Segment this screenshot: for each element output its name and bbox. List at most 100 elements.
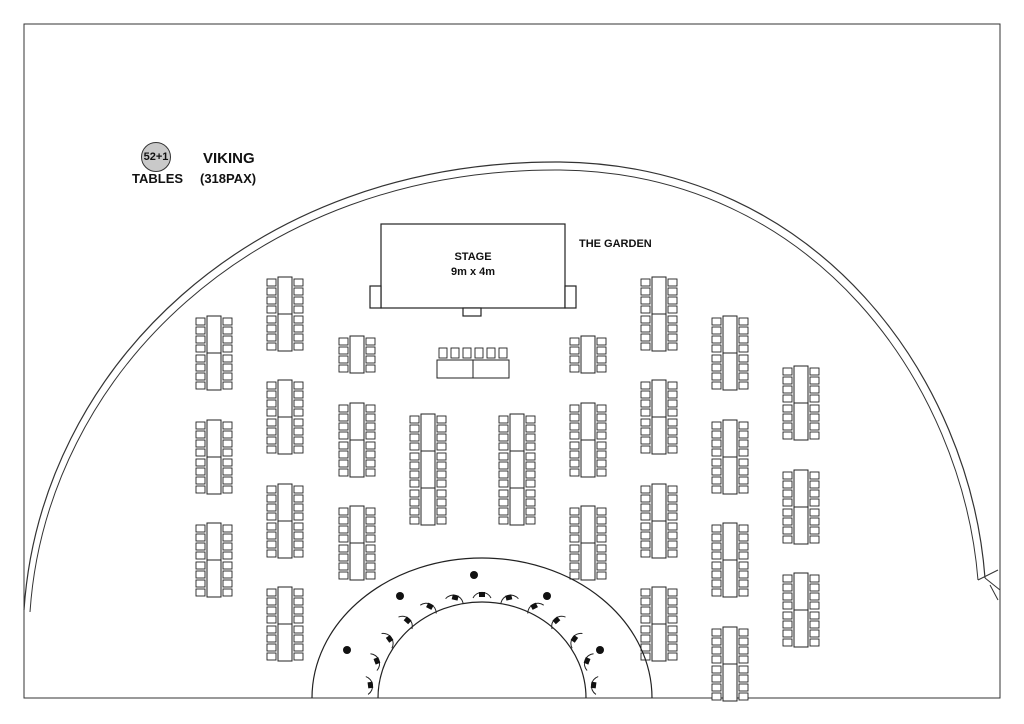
dot-marker [470,571,478,579]
chair [569,355,580,364]
chair [711,665,722,674]
table-stack [640,276,678,352]
chair [436,424,447,433]
chair [409,452,420,461]
table-stack [711,522,749,598]
chair [640,399,651,408]
chair [222,381,233,390]
chair [738,628,749,637]
long-table [420,413,436,452]
chair [809,367,820,376]
chair [667,287,678,296]
venue-name: VIKING [203,150,255,167]
chair [222,524,233,533]
long-table [793,506,809,545]
chair [195,363,206,372]
chair [738,485,749,494]
page-border [23,23,1001,699]
chair [569,562,580,571]
chair [667,634,678,643]
long-table [580,335,596,374]
ring-chair [398,615,413,630]
long-table [722,352,738,391]
chair [667,408,678,417]
chair [738,655,749,664]
chair [569,525,580,534]
long-table [349,505,365,544]
chair [667,390,678,399]
chair [293,287,304,296]
bar-counter-chairs [438,347,508,359]
chair [195,485,206,494]
chair [498,479,509,488]
chair [266,399,277,408]
chair [809,638,820,647]
chair [711,551,722,560]
chair [266,315,277,324]
chair [436,442,447,451]
chair [596,441,607,450]
chair [222,430,233,439]
dot-marker [596,646,604,654]
chair [195,579,206,588]
chair [640,296,651,305]
stage [369,223,577,317]
table-stack [569,505,607,581]
table-stack [782,572,820,648]
chair [365,507,376,516]
chair [293,615,304,624]
dance-ring-chairs [365,591,599,695]
chair [266,485,277,494]
chair [738,372,749,381]
chair [525,516,536,525]
chair [293,324,304,333]
long-table [206,522,222,561]
chair [338,346,349,355]
tables-label: TABLES [132,171,184,186]
ring-chair [419,602,437,614]
chair [596,431,607,440]
chair [498,415,509,424]
chair [809,394,820,403]
chair [338,422,349,431]
chair [195,542,206,551]
chair [667,296,678,305]
long-table [580,542,596,581]
chair [222,326,233,335]
chair [782,489,793,498]
stage-size: 9m x 4m [450,266,496,278]
long-table [277,416,293,455]
chair [266,278,277,287]
chair [738,354,749,363]
chair [365,364,376,373]
chair [195,372,206,381]
chair [667,522,678,531]
chair [711,458,722,467]
chair [738,448,749,457]
chair [266,652,277,661]
chair [640,597,651,606]
chair [365,337,376,346]
chair [365,413,376,422]
chair [738,476,749,485]
chair [711,579,722,588]
chair [462,347,472,359]
chair [266,588,277,597]
chair [596,571,607,580]
chair [222,448,233,457]
ring-chair [551,615,566,630]
long-table [722,522,738,561]
chair [667,494,678,503]
long-table [277,379,293,418]
chair [640,512,651,521]
chair [222,354,233,363]
table-stack [195,419,233,495]
chair [498,424,509,433]
chair [640,615,651,624]
chair [640,634,651,643]
chair [498,442,509,451]
chair [409,479,420,488]
chair [266,503,277,512]
chair [293,342,304,351]
